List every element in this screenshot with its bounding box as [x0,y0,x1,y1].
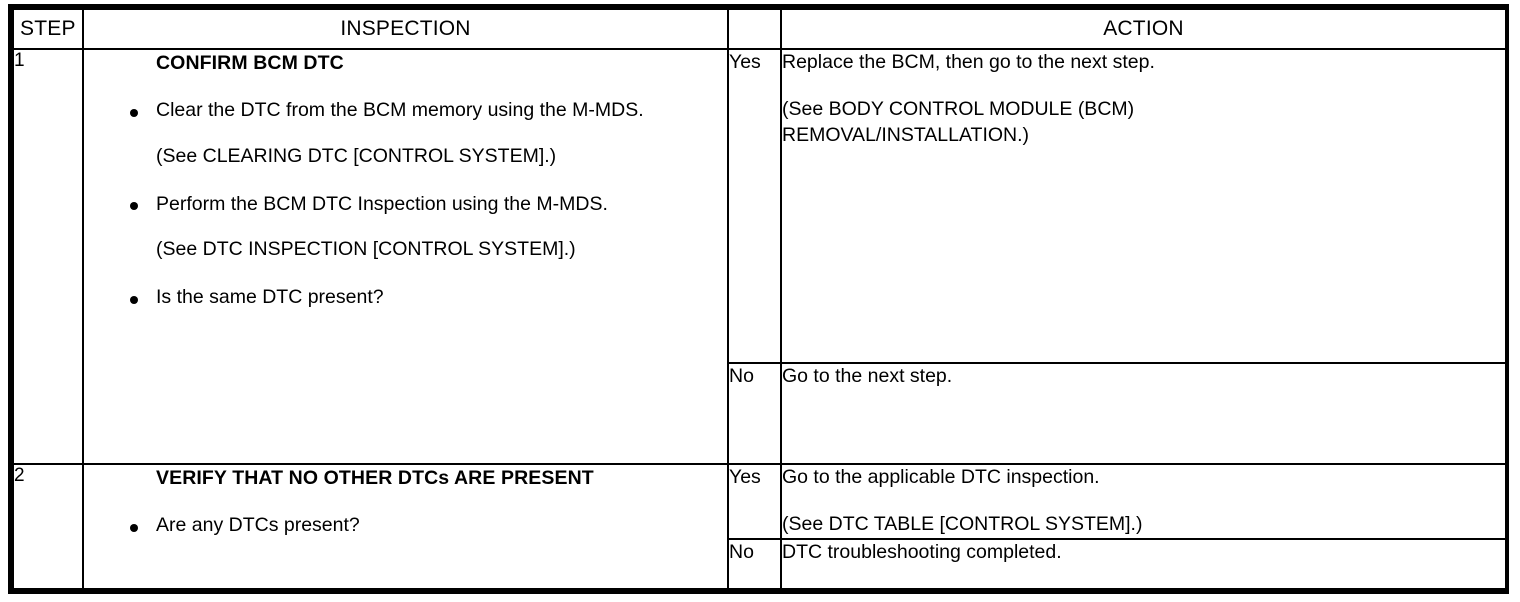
bullet-text: Are any DTCs present? [156,514,360,537]
table-row: No DTC troubleshooting completed. [13,538,1507,590]
action-reference-line: (See BODY CONTROL MODULE (BCM) [782,98,1135,121]
column-header-yesno-spacer [727,8,782,50]
bullet-dot-icon [130,295,138,304]
bullet-text: Perform the BCM DTC Inspection using the… [156,192,608,215]
inspection-title: VERIFY THAT NO OTHER DTCs ARE PRESENT [156,467,594,489]
list-item: Perform the BCM DTC Inspection using the… [84,192,727,263]
step-number-cell-1: 1 [12,48,84,465]
table-row: 1 CONFIRM BCM DTC Clear the DTC from the… [12,48,1507,465]
outcome-label-yes-1: Yes [727,48,782,364]
bullet-reference-note: (See CLEARING DTC [CONTROL SYSTEM].) [156,144,557,167]
action-line: Go to the applicable DTC inspection. [782,466,1100,488]
action-cell-no-2: DTC troubleshooting completed. [780,538,1507,590]
table-row: No Go to the next step. [13,362,1507,465]
list-item: Is the same DTC present? [84,285,727,311]
inspection-bullet-list: Are any DTCs present? [84,513,727,539]
table-header: STEP INSPECTION ACTION [12,8,1507,50]
dtc-troubleshooting-table-sheet: STEP INSPECTION ACTION 1 CONFIRM BCM DTC… [8,4,1509,594]
step-number-cell-2: 2 [12,463,84,590]
column-header-step: STEP [12,8,84,50]
action-reference-line: (See DTC TABLE [CONTROL SYSTEM].) [782,513,1143,536]
action-cell-no-1: Go to the next step. [780,362,1507,465]
action-cell-yes-1: Replace the BCM, then go to the next ste… [780,48,1507,364]
column-header-inspection: INSPECTION [82,8,729,50]
bullet-dot-icon [130,523,138,532]
bullet-reference-note: (See DTC INSPECTION [CONTROL SYSTEM].) [156,238,576,261]
action-line: DTC troubleshooting completed. [782,541,1062,563]
action-line: Replace the BCM, then go to the next ste… [782,51,1155,73]
list-item: Are any DTCs present? [84,513,727,539]
action-reference-line-cont: REMOVAL/INSTALLATION.) [782,123,1030,146]
table-body: 1 CONFIRM BCM DTC Clear the DTC from the… [12,48,1507,590]
bullet-dot-icon [130,202,138,211]
column-header-action: ACTION [780,8,1507,50]
table-row: 2 VERIFY THAT NO OTHER DTCs ARE PRESENT … [12,463,1507,590]
list-item: Clear the DTC from the BCM memory using … [84,98,727,169]
inspection-title: CONFIRM BCM DTC [156,52,344,74]
bullet-dot-icon [130,108,138,117]
action-line: Go to the next step. [782,365,953,387]
bullet-text: Is the same DTC present? [156,286,384,309]
dtc-troubleshooting-table: STEP INSPECTION ACTION 1 CONFIRM BCM DTC… [12,8,1507,590]
action-cell-yes-2: Go to the applicable DTC inspection. (Se… [780,463,1507,540]
outcome-label-no-2: No [727,538,782,590]
inspection-cell-1: CONFIRM BCM DTC Clear the DTC from the B… [82,48,729,465]
inspection-bullet-list: Clear the DTC from the BCM memory using … [84,98,727,311]
bullet-text: Clear the DTC from the BCM memory using … [156,99,644,122]
inspection-cell-2: VERIFY THAT NO OTHER DTCs ARE PRESENT Ar… [82,463,729,590]
outcome-label-no-1: No [727,362,782,465]
header-row: STEP INSPECTION ACTION [12,8,1507,50]
outcome-label-yes-2: Yes [727,463,782,540]
